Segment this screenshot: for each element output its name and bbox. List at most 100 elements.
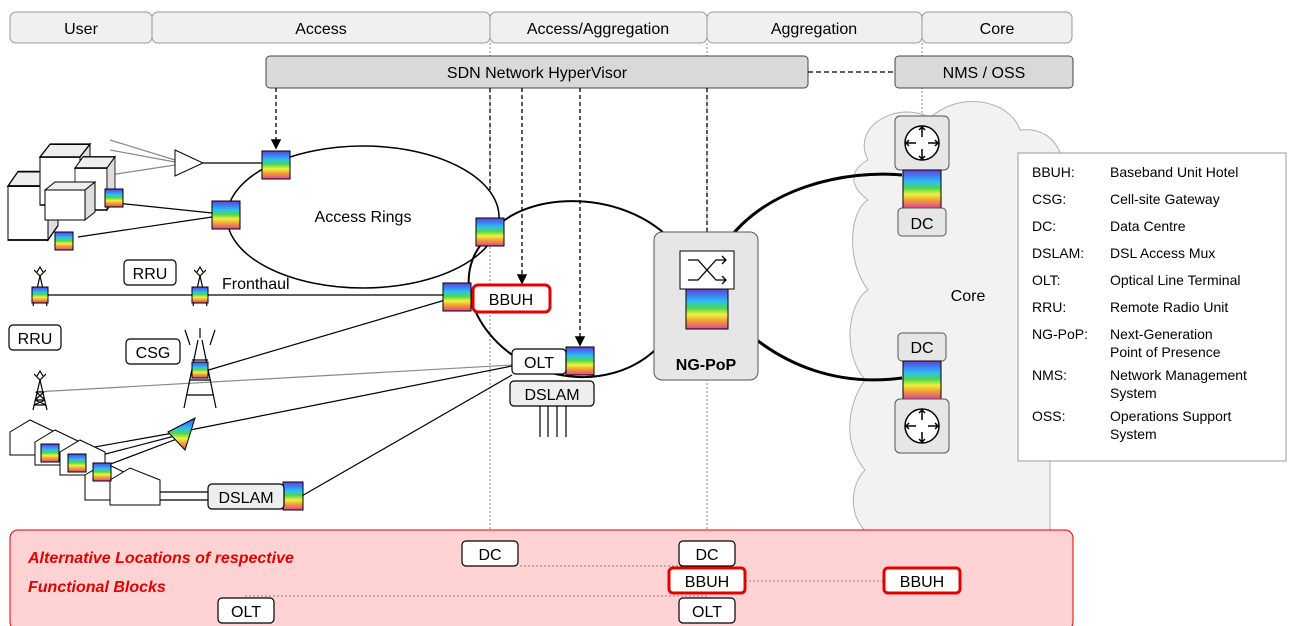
rru-tower-3: [32, 370, 48, 411]
alt-olt-2-label: OLT: [692, 604, 722, 621]
legend-abbr: RRU:: [1032, 299, 1066, 315]
node-access-top: [261, 150, 291, 180]
core-node-top: [902, 169, 942, 209]
legend-abbr: OSS:: [1032, 408, 1065, 424]
alt-dc-2-label: DC: [695, 547, 718, 564]
legend-description: Data Centre: [1110, 218, 1186, 234]
legend-description: Next-Generation: [1110, 326, 1213, 342]
column-core-label: Core: [980, 21, 1015, 38]
node-access-right: [475, 217, 505, 247]
legend-abbr: NG-PoP:: [1032, 326, 1088, 342]
core-node-bottom: [902, 360, 942, 400]
csg-tower: [183, 328, 217, 409]
column-aggregation-label: Aggregation: [771, 21, 857, 38]
alternatives-panel: [9, 529, 1074, 626]
legend-description: Network Management: [1110, 367, 1247, 383]
dslam-subscriber-lines: [539, 406, 567, 437]
alt-olt-2-box: [678, 597, 736, 624]
dc-bottom-label: DC: [910, 340, 933, 357]
dslam-bottom-label: DSLAM: [218, 490, 273, 507]
node-olt: [565, 346, 595, 376]
column-user-label: User: [64, 21, 98, 38]
legend-abbr: CSG:: [1032, 191, 1066, 207]
csg-link-gray: [34, 364, 513, 393]
alt-bbuh-1-box: [667, 566, 747, 595]
legend-abbr: DC:: [1032, 218, 1056, 234]
olt-box: [511, 348, 567, 375]
node-house-3: [92, 462, 112, 482]
ngpop-label: NG-PoP: [676, 357, 737, 374]
legend-description: Baseband Unit Hotel: [1110, 164, 1238, 180]
node-csg: [191, 361, 209, 379]
dslam-bottom-box: [207, 483, 285, 510]
legend-abbr: BBUH:: [1032, 164, 1075, 180]
olt-label: OLT: [524, 355, 554, 372]
node-house-2: [67, 453, 87, 473]
rainbow-nodes: [31, 150, 595, 511]
column-access-aggregation-label: Access/Aggregation: [527, 21, 669, 38]
access-rings-label: Access Rings: [315, 209, 412, 226]
node-dslam: [282, 481, 304, 511]
bbuh-label: BBUH: [489, 292, 533, 309]
csg-label: CSG: [136, 345, 171, 362]
column-core: [921, 11, 1073, 44]
dc-top-label: DC: [910, 216, 933, 233]
nms-oss-box: [894, 55, 1074, 89]
legend-description: DSL Access Mux: [1110, 245, 1215, 261]
node-bbuh: [442, 282, 472, 312]
legend-box: [1017, 152, 1287, 462]
router-icon-bottom: [904, 408, 940, 444]
rru-left-label: RRU: [18, 331, 53, 348]
alt-bbuh-2-box: [882, 566, 962, 595]
switch-icon: [688, 255, 727, 285]
sdn-hypervisor-label: SDN Network HyperVisor: [447, 65, 628, 82]
alt-dc-1-label: DC: [478, 547, 501, 564]
core-link-top: [718, 172, 903, 253]
legend-abbr: DSLAM:: [1032, 245, 1084, 261]
node-access-left: [211, 200, 241, 230]
rru-left-box: [8, 324, 62, 351]
dslam-center-box: [509, 380, 595, 407]
bbuh-box: [471, 283, 552, 314]
ngpop-node: [685, 288, 729, 330]
nms-oss-label: NMS / OSS: [943, 65, 1026, 82]
user-splitter: [167, 417, 196, 451]
alt-bbuh-2-label: BBUH: [900, 574, 944, 591]
core-label: Core: [951, 288, 986, 305]
column-headers: User Access Access/Aggregation Aggregati…: [9, 11, 1073, 44]
legend-description: System: [1110, 426, 1157, 442]
legend-description: Cell-site Gateway: [1110, 191, 1220, 207]
csg-box: [125, 338, 181, 365]
column-access-label: Access: [295, 21, 347, 38]
legend-description: Remote Radio Unit: [1110, 299, 1228, 315]
node-house-1: [40, 443, 60, 463]
legend-abbr: OLT:: [1032, 272, 1061, 288]
node-rru-1: [31, 286, 49, 304]
building-fiber-lines: [109, 139, 176, 176]
alt-olt-1-box: [217, 597, 275, 624]
alt-olt-1-label: OLT: [231, 604, 261, 621]
dc-top-box: [897, 207, 947, 237]
legend-description: Operations Support: [1110, 408, 1232, 424]
legend-description: Point of Presence: [1110, 344, 1221, 360]
node-building-1: [104, 188, 124, 208]
node-rru-2: [191, 286, 209, 304]
legend-abbr: NMS:: [1032, 367, 1067, 383]
access-links: [32, 162, 513, 501]
legend-description: System: [1110, 385, 1157, 401]
alternatives-guides: [245, 565, 922, 597]
alt-dc-2-box: [678, 540, 736, 567]
node-building-2: [54, 231, 74, 251]
legend-description: Optical Line Terminal: [1110, 272, 1240, 288]
alt-dc-1-box: [461, 540, 519, 567]
alt-bbuh-1-label: BBUH: [685, 574, 729, 591]
router-icon-top: [904, 125, 940, 161]
office-buildings: [7, 143, 116, 241]
alternatives-title-line1: Alternative Locations of respective: [27, 550, 294, 567]
rru-top-box: [123, 259, 177, 286]
fronthaul-label: Fronthaul: [222, 276, 290, 293]
alternatives-title-line2: Functional Blocks: [28, 579, 166, 596]
rru-top-label: RRU: [133, 266, 168, 283]
